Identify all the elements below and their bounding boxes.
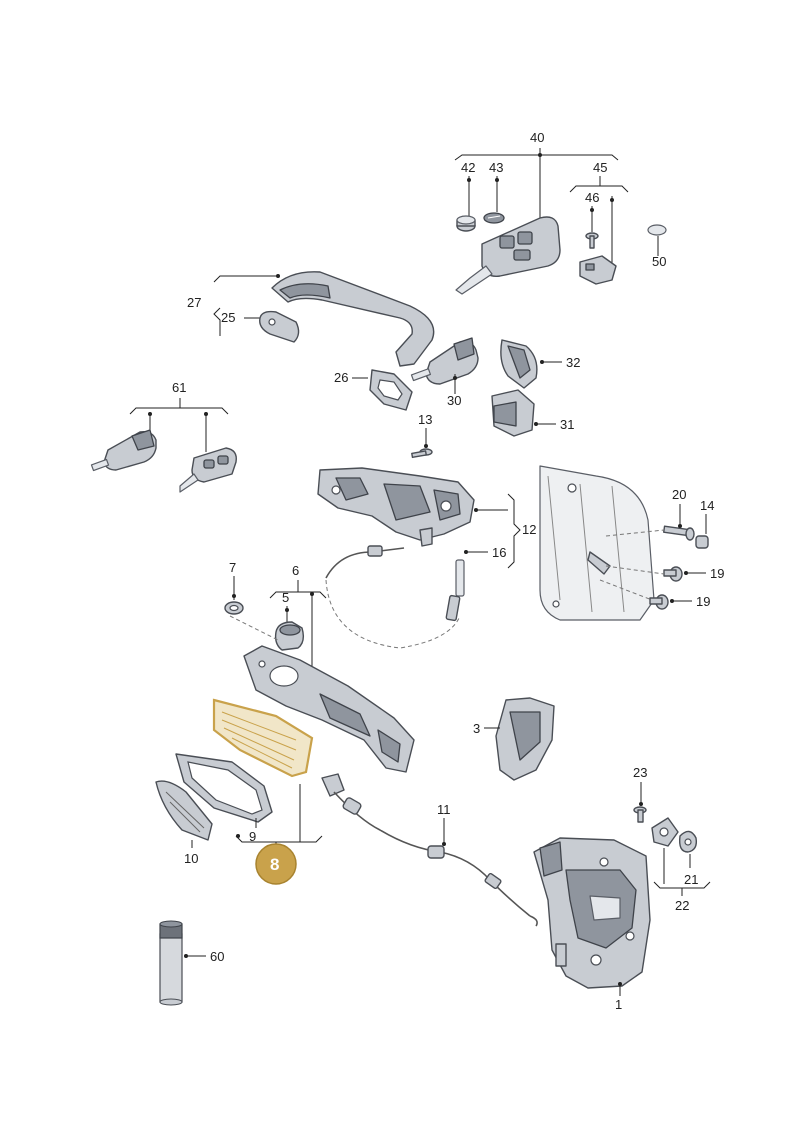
- label-42: 42: [461, 160, 475, 175]
- clip-7: [224, 601, 244, 615]
- key-group-bracket: [454, 148, 619, 225]
- label-8: 8: [270, 855, 279, 874]
- highlighted-trim-8: [212, 698, 314, 778]
- label-46: 46: [585, 190, 599, 205]
- gasket-26: [369, 369, 413, 411]
- cap-31: [491, 389, 535, 437]
- label-60: 60: [210, 949, 224, 964]
- label-13: 13: [418, 412, 432, 427]
- label-21: 21: [684, 872, 698, 887]
- label-32: 32: [566, 355, 580, 370]
- cable-16: [325, 545, 465, 622]
- label-19-upper: 19: [710, 566, 724, 581]
- bowden-cable-11: [321, 773, 538, 927]
- screw-46: [585, 232, 599, 249]
- bracket-45: [579, 255, 617, 285]
- screw-23: [633, 806, 647, 823]
- label-25: 25: [221, 310, 235, 325]
- can-60: [159, 920, 183, 1006]
- screw-19-lower: [649, 594, 669, 610]
- label-61: 61: [172, 380, 186, 395]
- cap-32: [500, 339, 538, 389]
- label-31: 31: [560, 417, 574, 432]
- label-30: 30: [447, 393, 461, 408]
- cap-5: [274, 621, 305, 651]
- part-8-badge: 8: [255, 843, 297, 885]
- label-43: 43: [489, 160, 503, 175]
- gasket-25: [259, 310, 300, 343]
- label-16: 16: [492, 545, 506, 560]
- label-5: 5: [282, 590, 289, 605]
- badge-43: [483, 212, 505, 224]
- label-26: 26: [334, 370, 348, 385]
- frame-9: [175, 753, 273, 823]
- outer-door-handle: [271, 271, 435, 367]
- label-23: 23: [633, 765, 647, 780]
- key-61: [179, 447, 237, 493]
- label-27: 27: [187, 295, 201, 310]
- lock-cylinder-61: [90, 429, 157, 472]
- door-panel: [539, 465, 655, 621]
- lock-cylinder-30: [410, 337, 479, 385]
- label-45: 45: [593, 160, 607, 175]
- label-6: 6: [292, 563, 299, 578]
- key-fob: [455, 216, 561, 295]
- label-3: 3: [473, 721, 480, 736]
- label-11: 11: [437, 802, 451, 817]
- screw-13: [411, 448, 433, 459]
- label-7: 7: [229, 560, 236, 575]
- bracket-3: [495, 697, 555, 781]
- battery-42: [456, 215, 476, 232]
- nut-14: [695, 535, 709, 549]
- cap-50: [647, 224, 667, 236]
- trim-10: [155, 780, 213, 841]
- label-1: 1: [615, 997, 622, 1012]
- label-22: 22: [675, 898, 689, 913]
- label-20: 20: [672, 487, 686, 502]
- label-40: 40: [530, 130, 544, 145]
- label-14: 14: [700, 498, 714, 513]
- plate-21: [651, 817, 698, 853]
- label-12: 12: [522, 522, 536, 537]
- inner-handle-carrier-6: [243, 645, 415, 773]
- label-50: 50: [652, 254, 666, 269]
- label-9: 9: [249, 829, 256, 844]
- label-10: 10: [184, 851, 198, 866]
- label-19-lower: 19: [696, 594, 710, 609]
- screw-19-upper: [663, 566, 683, 582]
- bolt-20: [663, 525, 695, 541]
- door-lock-1: [533, 837, 651, 989]
- handle-bracket-12: [317, 467, 475, 547]
